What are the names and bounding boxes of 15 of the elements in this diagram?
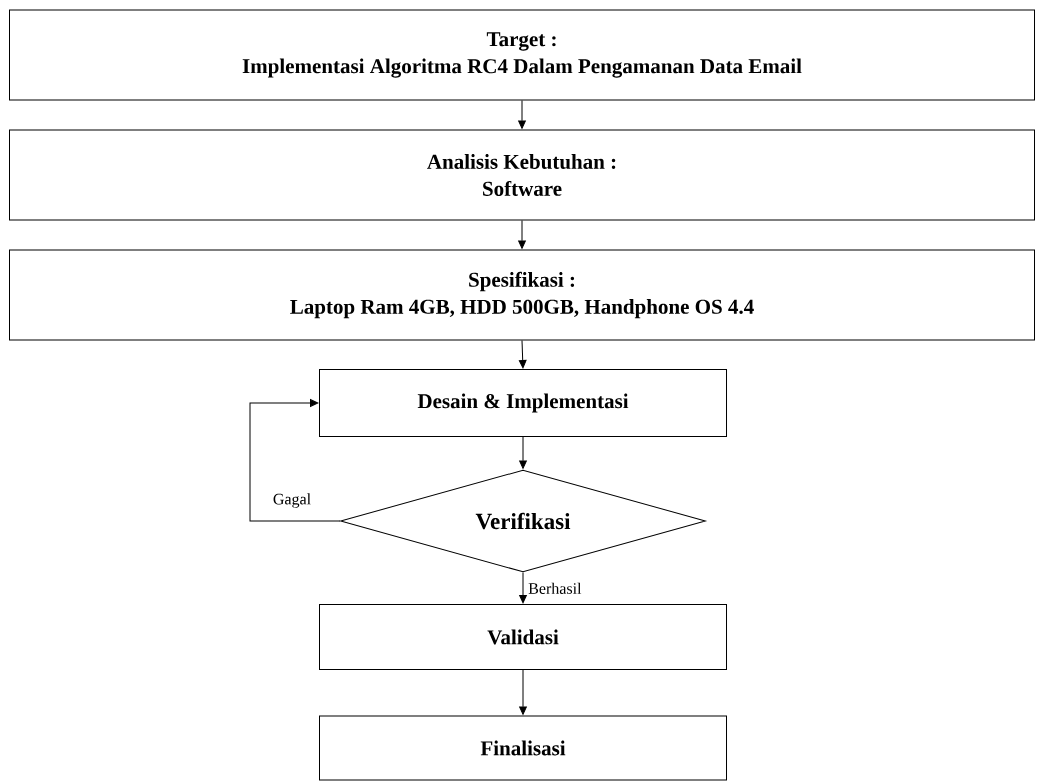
process-box: Spesifikasi : Laptop Ram 4GB, HDD 500GB, Handphone OS 4.4 — [9, 249, 1035, 341]
process-box: Finalisasi — [319, 715, 727, 781]
arrow — [519, 669, 527, 715]
process-box: Target : Implementasi Algoritma RC4 Dalam Pengamanan Data Email — [9, 9, 1035, 101]
arrow — [249, 399, 341, 522]
arrow — [518, 100, 526, 129]
arrow — [518, 220, 526, 249]
process-box: Analisis Kebutuhan : Software — [9, 129, 1035, 221]
arrow — [518, 340, 527, 369]
edge-label: Gagal — [271, 492, 313, 509]
process-box: Desain & Implementasi — [319, 369, 727, 437]
arrow — [519, 436, 527, 469]
process-box: Validasi — [319, 604, 727, 670]
edge-label: Berhasil — [527, 581, 583, 595]
arrow — [519, 572, 527, 604]
